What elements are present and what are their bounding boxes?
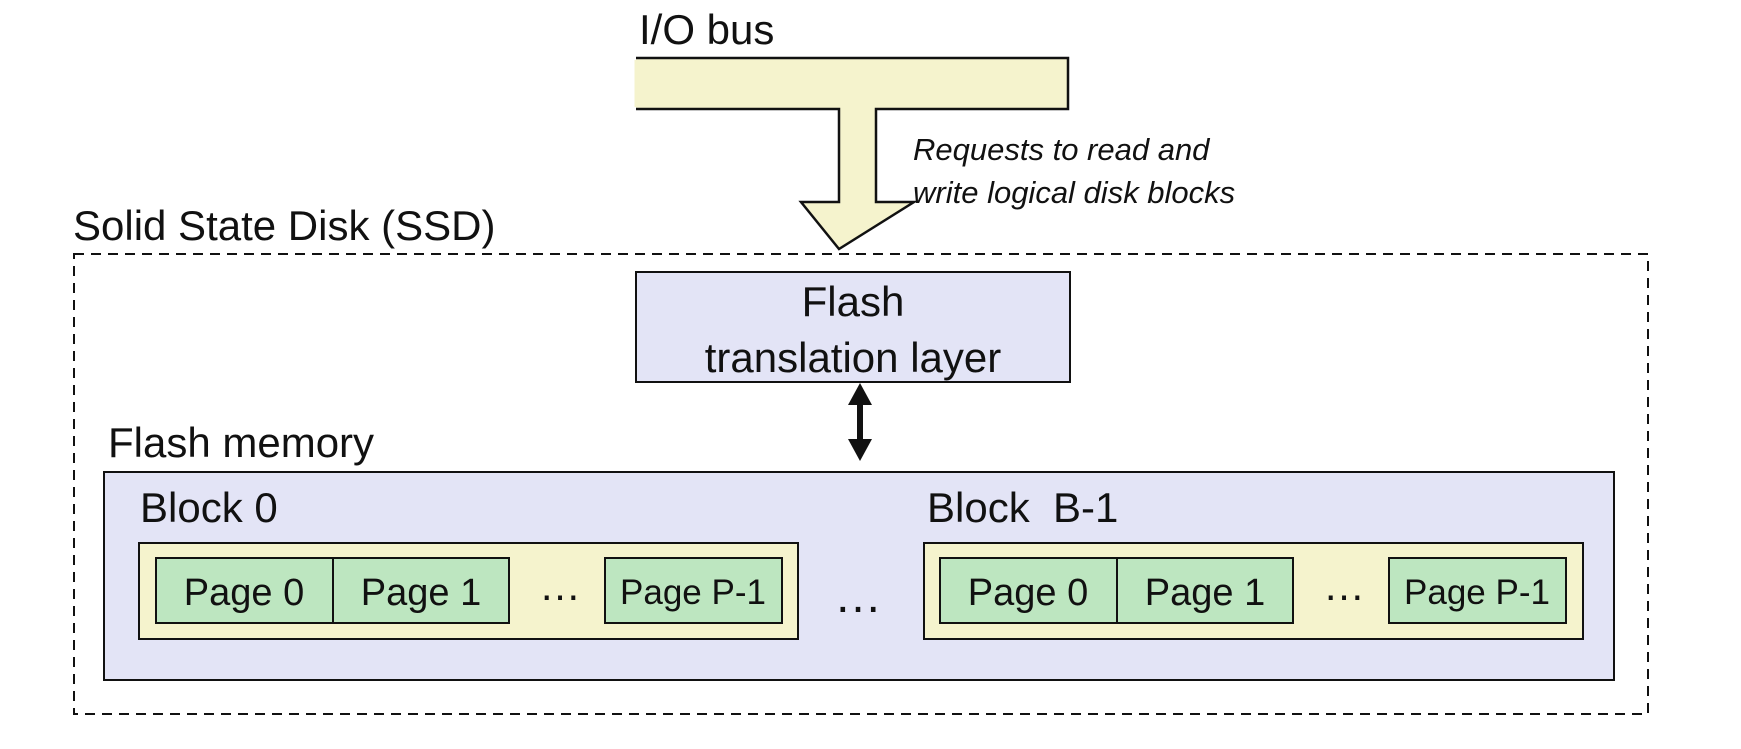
ftl-memory-arrow-down-head xyxy=(848,439,872,461)
block-0-page-1 xyxy=(332,557,510,624)
block-0-page-last-label: Page P-1 xyxy=(620,573,766,612)
flash-memory-label: Flash memory xyxy=(108,419,374,466)
block-last-label: Block B-1 xyxy=(927,484,1118,531)
ftl-label-line1: Flash xyxy=(802,278,905,325)
io-bus-arrow xyxy=(636,56,1070,251)
ftl-memory-arrow-up-head xyxy=(848,383,872,405)
block-last-page-1 xyxy=(1116,557,1294,624)
request-note-line1: Requests to read and xyxy=(913,132,1211,167)
block-0-page-ellipsis: … xyxy=(539,562,581,609)
between-blocks-ellipsis: … xyxy=(834,570,882,623)
block-last-page-0 xyxy=(939,557,1118,624)
block-last-page-last-label: Page P-1 xyxy=(1404,573,1550,612)
block-last-page-1-label: Page 1 xyxy=(1145,572,1265,614)
block-0-label: Block 0 xyxy=(140,484,278,531)
block-0-page-last xyxy=(604,557,783,624)
block-0-page-1-label: Page 1 xyxy=(361,572,481,614)
block-0-page-0-label: Page 0 xyxy=(184,572,304,614)
io-bus-label: I/O bus xyxy=(639,6,774,53)
ftl-box xyxy=(635,271,1071,383)
ftl-label-line2: translation layer xyxy=(705,334,1001,381)
request-note-line2: write logical disk blocks xyxy=(913,175,1235,210)
block-last-page-0-label: Page 0 xyxy=(968,572,1088,614)
block-last-page-last xyxy=(1388,557,1567,624)
block-last-page-ellipsis: … xyxy=(1323,562,1365,609)
ssd-boundary xyxy=(73,253,1649,715)
ssd-label: Solid State Disk (SSD) xyxy=(73,202,495,249)
block-0-page-0 xyxy=(155,557,334,624)
